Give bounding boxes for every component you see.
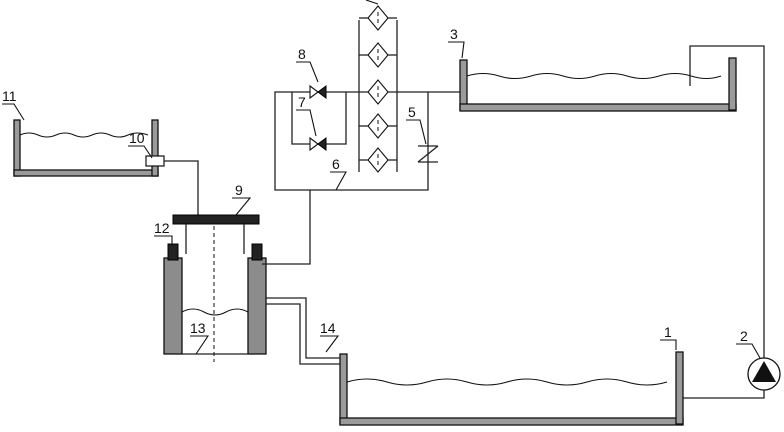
label-pump: 2	[740, 328, 748, 344]
leader-filter	[365, 0, 379, 5]
label-nozzle: 10	[129, 130, 145, 146]
filter-1	[367, 5, 389, 31]
bath	[163, 224, 267, 362]
leader-1	[660, 339, 677, 350]
label-tank-left: 11	[2, 88, 17, 104]
leader-8	[296, 61, 319, 83]
tank-upper-water	[466, 72, 722, 80]
drain-pipe-outer	[266, 297, 340, 359]
leader-6	[330, 171, 347, 191]
leader-7	[296, 109, 317, 137]
leader-12	[154, 235, 173, 246]
label-pipe-bypass: 6	[332, 156, 340, 172]
bath-wall-right	[247, 257, 267, 355]
bath-water	[181, 308, 249, 316]
filter-4	[367, 113, 389, 139]
leader-9	[232, 197, 252, 216]
tank-main-wall-right	[675, 351, 684, 425]
pump	[747, 357, 781, 391]
tank-upper-wall-right	[728, 57, 737, 111]
label-valve-check: 5	[408, 104, 416, 120]
valve-upper	[309, 84, 327, 100]
leader-10	[128, 145, 153, 159]
tank-left-water	[19, 132, 149, 138]
pipe-bypass	[262, 91, 460, 265]
tank-upper-bottom	[459, 103, 737, 112]
label-tank-main: 1	[664, 324, 672, 340]
plate	[172, 214, 260, 225]
filter-stack	[358, 5, 398, 173]
leader-13	[190, 335, 210, 355]
pipe-nozzle-to-plate	[164, 160, 199, 215]
valve-lower	[309, 136, 327, 152]
leader-2	[736, 343, 761, 359]
tank-left-bottom	[13, 169, 159, 177]
leader-3	[448, 41, 465, 59]
filter-3	[367, 79, 389, 105]
label-drain: 14	[320, 320, 336, 336]
tank-left-wall-right	[151, 119, 159, 177]
label-electrode: 12	[154, 220, 170, 236]
leader-5	[406, 119, 427, 145]
pipe-bypass-right	[310, 92, 429, 191]
tank-upper	[459, 57, 737, 112]
filter-5	[367, 147, 389, 173]
tank-left-wall-left	[13, 119, 21, 177]
filter-2	[367, 42, 389, 68]
pipe-tank-to-pump	[683, 390, 765, 399]
label-valve-upper: 8	[298, 46, 306, 62]
label-tank-upper: 3	[450, 26, 458, 42]
leader-11	[2, 103, 25, 121]
valve-check	[417, 145, 439, 163]
label-bath: 13	[190, 320, 206, 336]
leader-14	[320, 335, 340, 353]
electrode-right	[251, 243, 263, 261]
tank-main-bottom	[339, 417, 684, 426]
bath-wall-left	[163, 257, 183, 355]
nozzle	[145, 155, 165, 167]
tank-main-wall-left	[339, 353, 348, 425]
tank-upper-wall-left	[459, 59, 468, 111]
tank-main	[339, 351, 684, 426]
electrode-left	[167, 243, 179, 261]
pipe-pump-to-upper	[689, 45, 765, 358]
label-plate: 9	[235, 182, 243, 198]
drain-pipe-inner	[266, 303, 340, 365]
tank-main-water	[346, 378, 668, 386]
tank-left	[13, 119, 159, 177]
label-valve-lower: 7	[298, 94, 306, 110]
